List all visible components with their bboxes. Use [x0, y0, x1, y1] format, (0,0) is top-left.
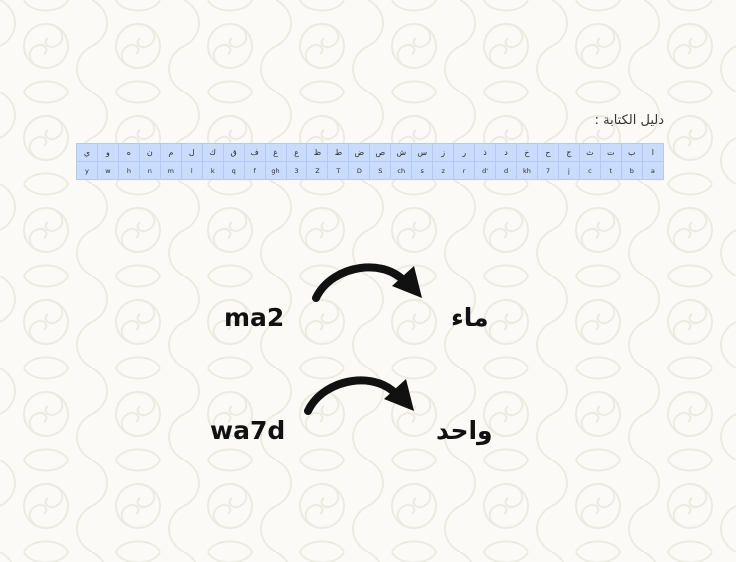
latin-equivalent-cell: c	[578, 161, 601, 180]
latin-equivalent-cell: k	[201, 161, 224, 180]
latin-equivalent-cell: s	[411, 161, 434, 180]
arabic-letter-cell: ب	[620, 143, 643, 162]
arabic-letter-cell: ص	[369, 143, 392, 162]
arabic-letter-cell: و	[96, 143, 119, 162]
arabic-letter-cell: ض	[348, 143, 371, 162]
arabic-letter-cell: ز	[432, 143, 455, 162]
latin-equivalent-cell: kh	[516, 161, 538, 180]
arabic-letter-cell: ل	[180, 143, 203, 162]
arabic-letter-cell: غ	[264, 143, 287, 162]
latin-equivalent-cell: D	[348, 161, 371, 180]
arabic-letter-cell: ك	[201, 143, 224, 162]
curved-arrow-icon	[304, 376, 414, 415]
arabic-letter-cell: ه	[117, 143, 140, 162]
arabic-letter-cell: ح	[536, 143, 559, 162]
example-arabic-word: ماء	[451, 303, 489, 332]
arabic-letter-cell: ي	[76, 143, 98, 162]
latin-equivalent-cell: S	[369, 161, 392, 180]
latin-equivalent-cell: d'	[474, 161, 497, 180]
latin-equivalent-cell: a	[641, 161, 665, 180]
latin-equivalent-cell: ch	[390, 161, 413, 180]
latin-equivalent-cell: j	[557, 161, 580, 180]
arabic-letter-cell: ث	[578, 143, 601, 162]
example-latin-word: ma2	[224, 303, 285, 332]
arabic-letter-cell: ف	[243, 143, 266, 162]
latin-equivalent-cell: T	[327, 161, 350, 180]
arabic-letter-cell: ق	[222, 143, 245, 162]
latin-equivalent-cell: r	[453, 161, 476, 180]
arabic-letter-cell: ج	[557, 143, 580, 162]
latin-equivalent-cell: 7	[536, 161, 559, 180]
latin-equivalent-cell: t	[599, 161, 622, 180]
latin-equivalent-cell: f	[243, 161, 266, 180]
arabic-letter-cell: ت	[599, 143, 622, 162]
arabic-letter-cell: ط	[327, 143, 350, 162]
arabic-letter-cell: ع	[285, 143, 308, 162]
arabic-letter-cell: ا	[641, 143, 665, 162]
arabic-letter-cell: خ	[516, 143, 538, 162]
latin-equivalent-cell: b	[620, 161, 643, 180]
writing-guide-title: دليل الكتابة :	[594, 113, 664, 128]
latin-equivalent-cell: w	[96, 161, 119, 180]
latin-equivalent-cell: h	[117, 161, 140, 180]
arabic-letter-cell: س	[411, 143, 434, 162]
latin-equivalent-cell: m	[159, 161, 182, 180]
latin-equivalent-cell: 3	[285, 161, 308, 180]
arabic-letter-cell: د	[495, 143, 518, 162]
curved-arrow-icon	[312, 263, 422, 302]
example-latin-word: wa7d	[210, 416, 286, 445]
latin-equivalent-cell: d	[495, 161, 518, 180]
arabic-letter-cell: ظ	[306, 143, 329, 162]
arabic-letter-cell: ذ	[474, 143, 497, 162]
arabic-letter-cell: ر	[453, 143, 476, 162]
latin-equivalent-cell: l	[180, 161, 203, 180]
arabic-letter-cell: ش	[390, 143, 413, 162]
latin-equivalent-cell: Z	[306, 161, 329, 180]
latin-equivalent-cell: z	[432, 161, 455, 180]
latin-equivalent-cell: gh	[264, 161, 287, 180]
arabic-letter-cell: م	[159, 143, 182, 162]
latin-equivalent-cell: y	[76, 161, 98, 180]
arabic-letter-cell: ن	[138, 143, 161, 162]
latin-equivalent-cell: q	[222, 161, 245, 180]
latin-equivalent-cell: n	[138, 161, 161, 180]
example-arabic-word: واحد	[436, 416, 493, 445]
